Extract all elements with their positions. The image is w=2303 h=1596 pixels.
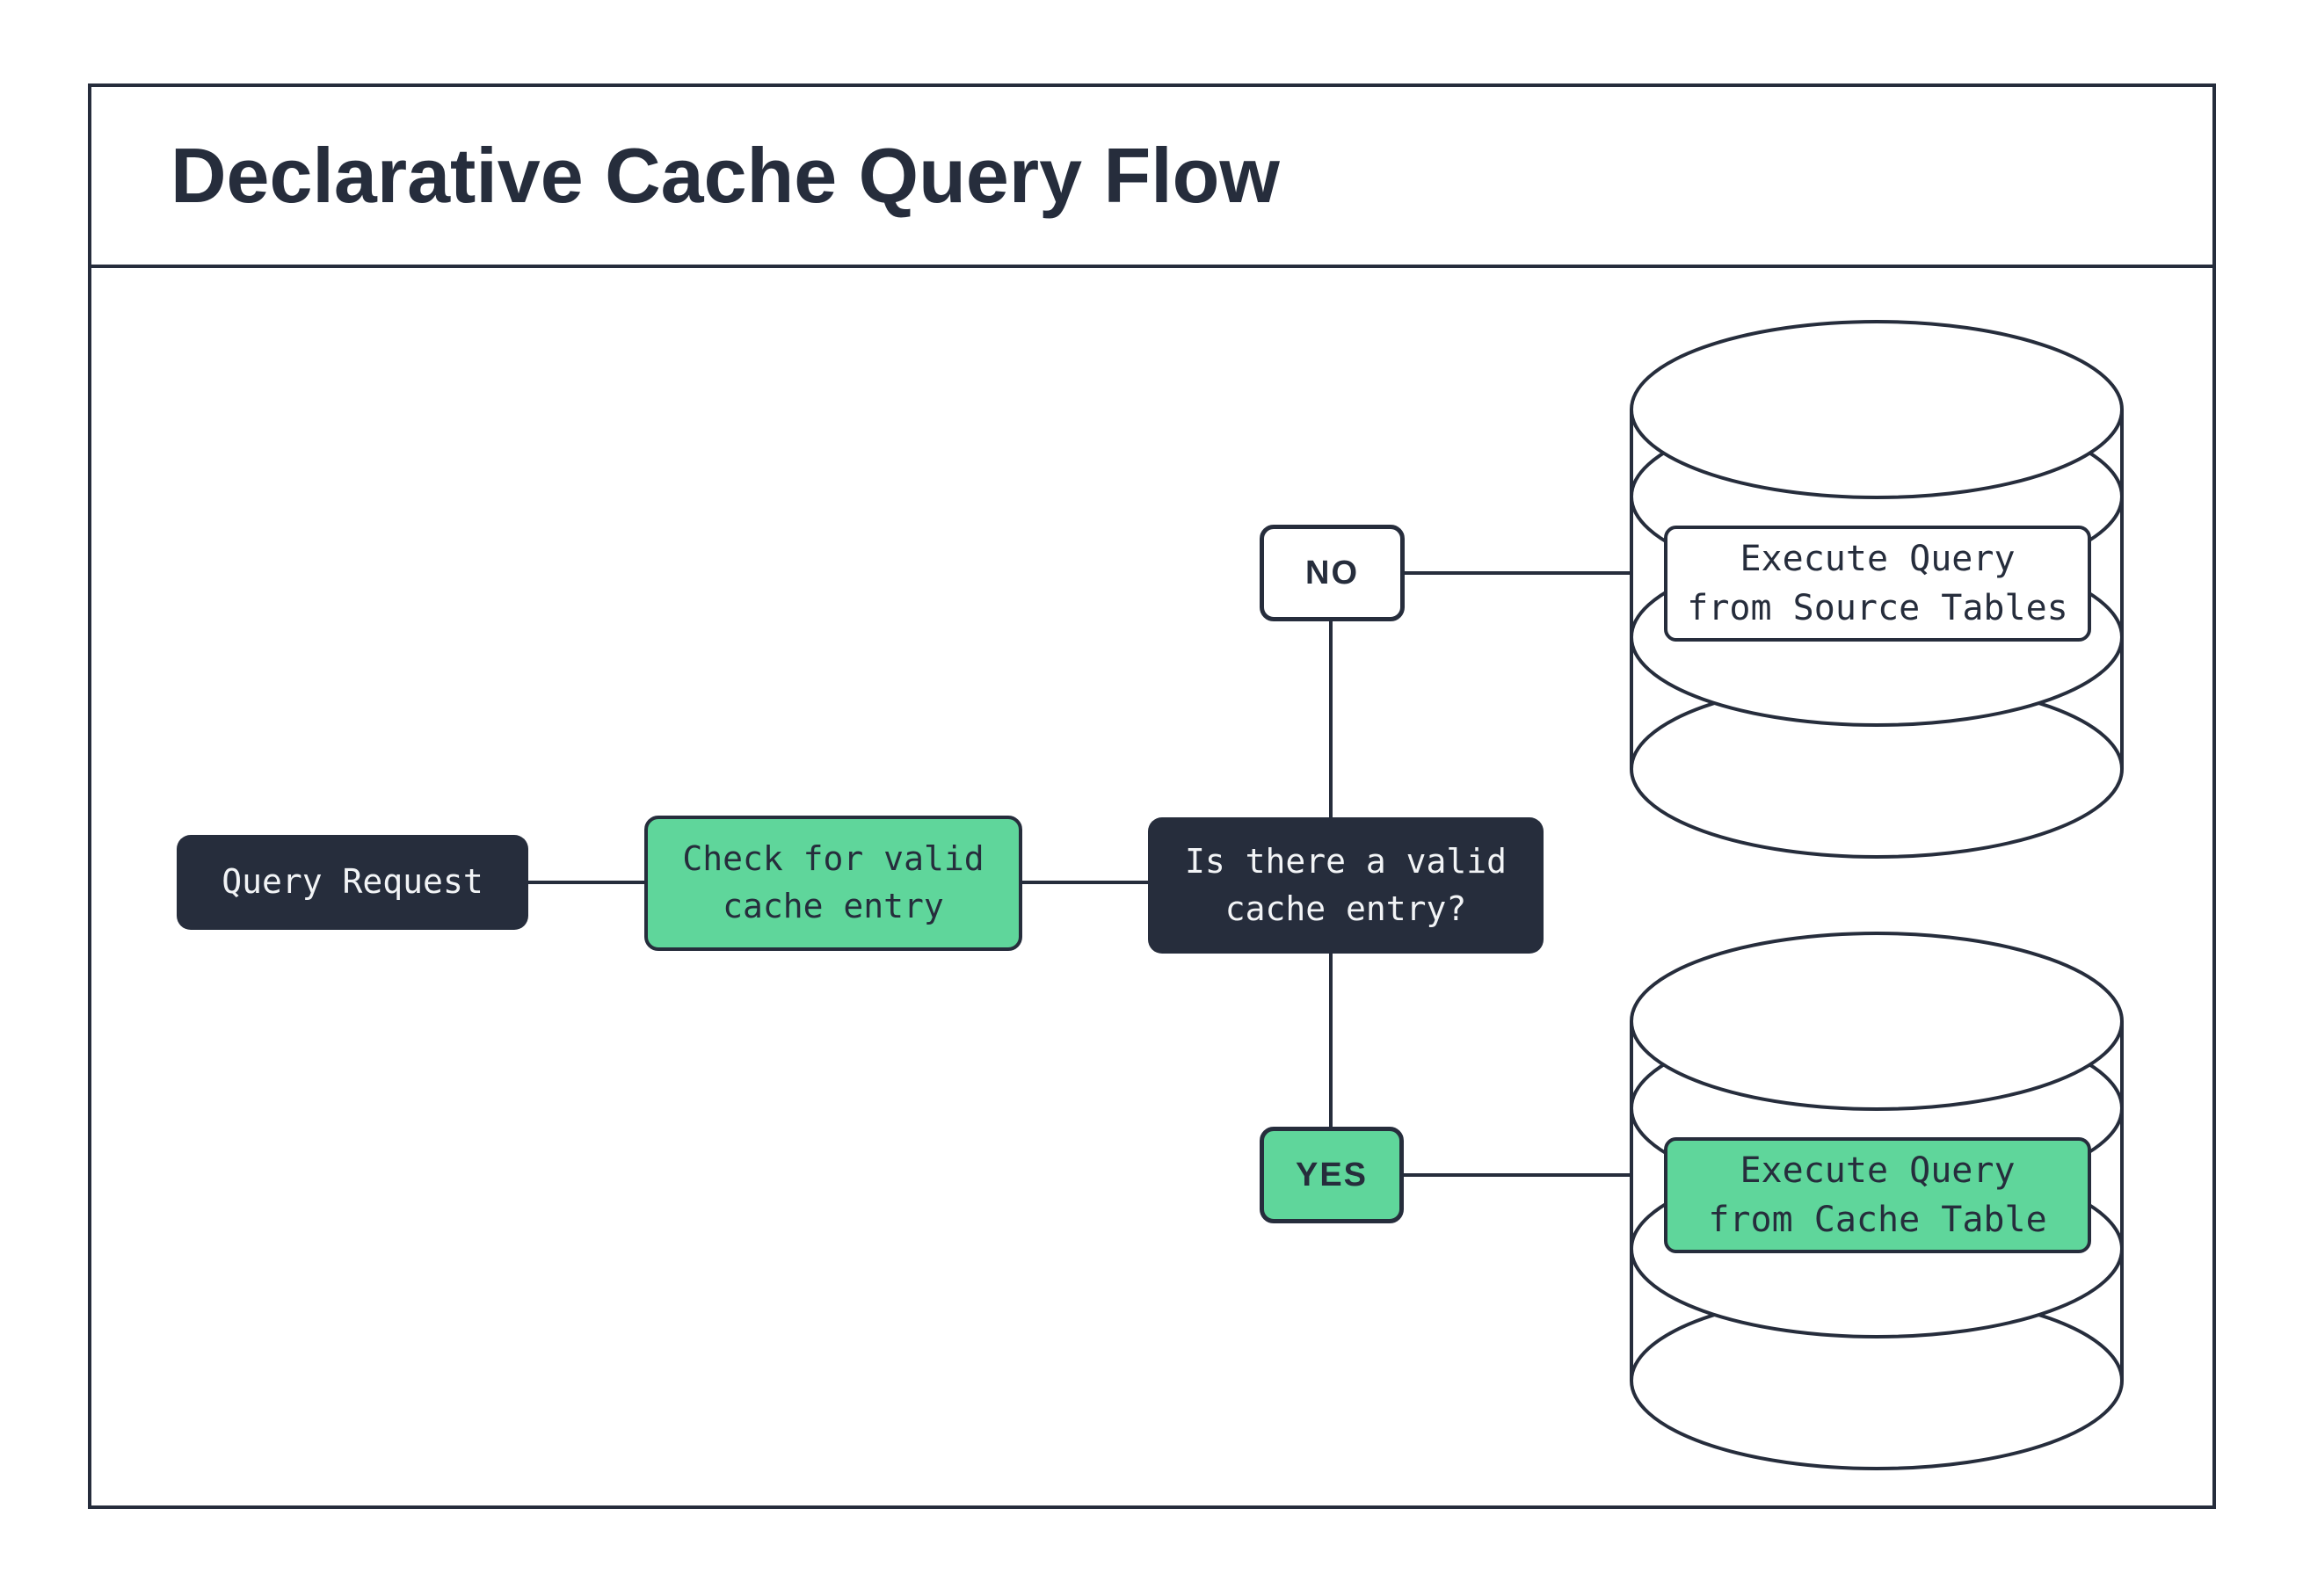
- connector-decision-to-yes: [1329, 954, 1333, 1127]
- connector-no-to-source-db: [1405, 571, 1631, 575]
- node-query-request-label: Query Request: [222, 862, 483, 902]
- connector-query-to-check: [528, 881, 644, 884]
- node-cache-db-line-1: Execute Query: [1740, 1150, 2016, 1191]
- node-cache-db-line-2: from Cache Table: [1708, 1200, 2047, 1240]
- node-decision: Is there a valid cache entry?: [1148, 817, 1544, 954]
- node-query-request: Query Request: [177, 835, 528, 930]
- node-source-db-line-1: Execute Query: [1740, 539, 2016, 579]
- title-bar: Declarative Cache Query Flow: [88, 83, 2216, 268]
- node-decision-line-1: Is there a valid: [1184, 841, 1507, 881]
- connector-check-to-decision: [1022, 881, 1148, 884]
- node-check-cache-line-1: Check for valid: [682, 839, 984, 879]
- node-check-cache-line-2: cache entry: [723, 887, 944, 925]
- edge-label-no: NO: [1260, 525, 1405, 621]
- node-decision-line-2: cache entry?: [1224, 889, 1467, 928]
- node-cache-db-label: Execute Query from Cache Table: [1664, 1137, 2091, 1253]
- edge-label-yes: YES: [1260, 1127, 1404, 1223]
- connector-decision-to-no: [1329, 621, 1333, 817]
- connector-yes-to-cache-db: [1404, 1173, 1631, 1177]
- node-source-db-line-2: from Source Tables: [1687, 588, 2068, 628]
- node-check-cache: Check for valid cache entry: [644, 816, 1022, 951]
- page-title: Declarative Cache Query Flow: [171, 132, 1280, 219]
- database-icon: [1630, 932, 2124, 1470]
- node-source-db-label: Execute Query from Source Tables: [1664, 526, 2091, 642]
